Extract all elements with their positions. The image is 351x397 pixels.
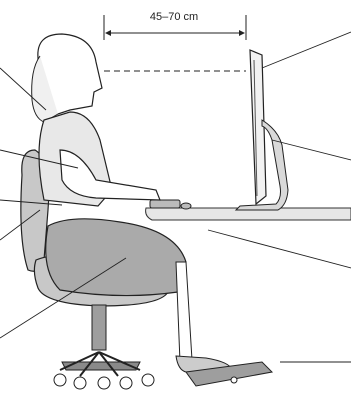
keyboard <box>150 200 180 208</box>
viewing-distance-label: 45–70 cm <box>150 11 198 23</box>
viewing-distance-dimension: 45–70 cm <box>104 11 246 40</box>
mouse <box>181 203 191 209</box>
monitor <box>236 50 288 210</box>
seated-person <box>32 34 232 372</box>
